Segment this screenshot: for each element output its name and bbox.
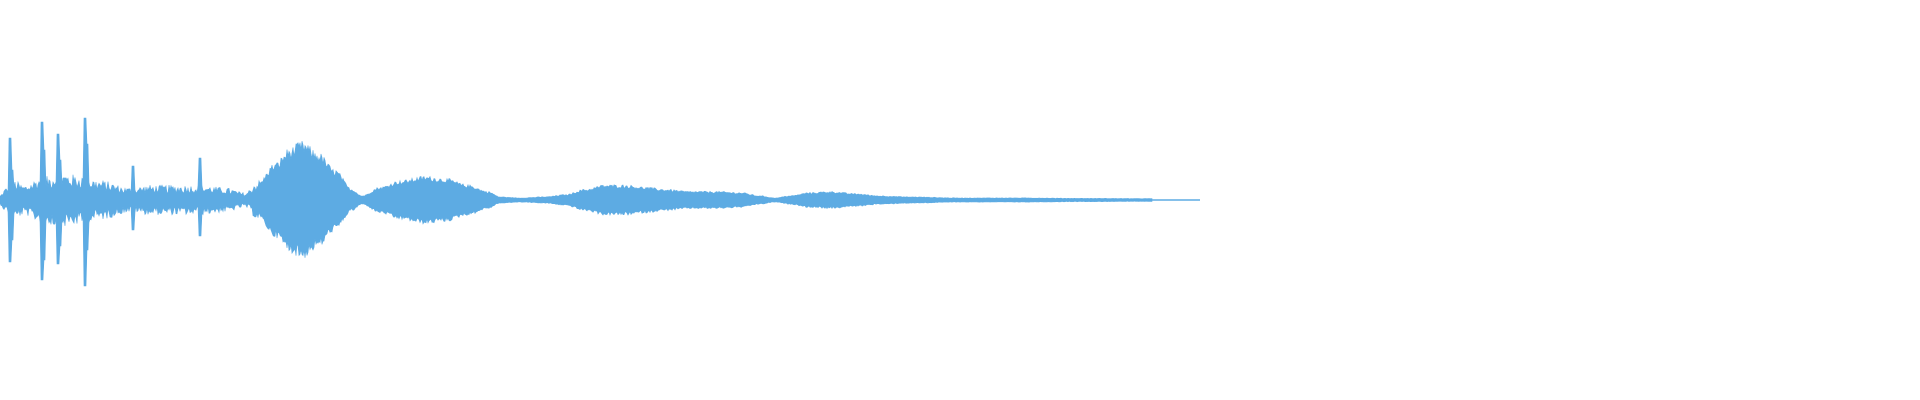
waveform-shape	[0, 117, 1153, 287]
